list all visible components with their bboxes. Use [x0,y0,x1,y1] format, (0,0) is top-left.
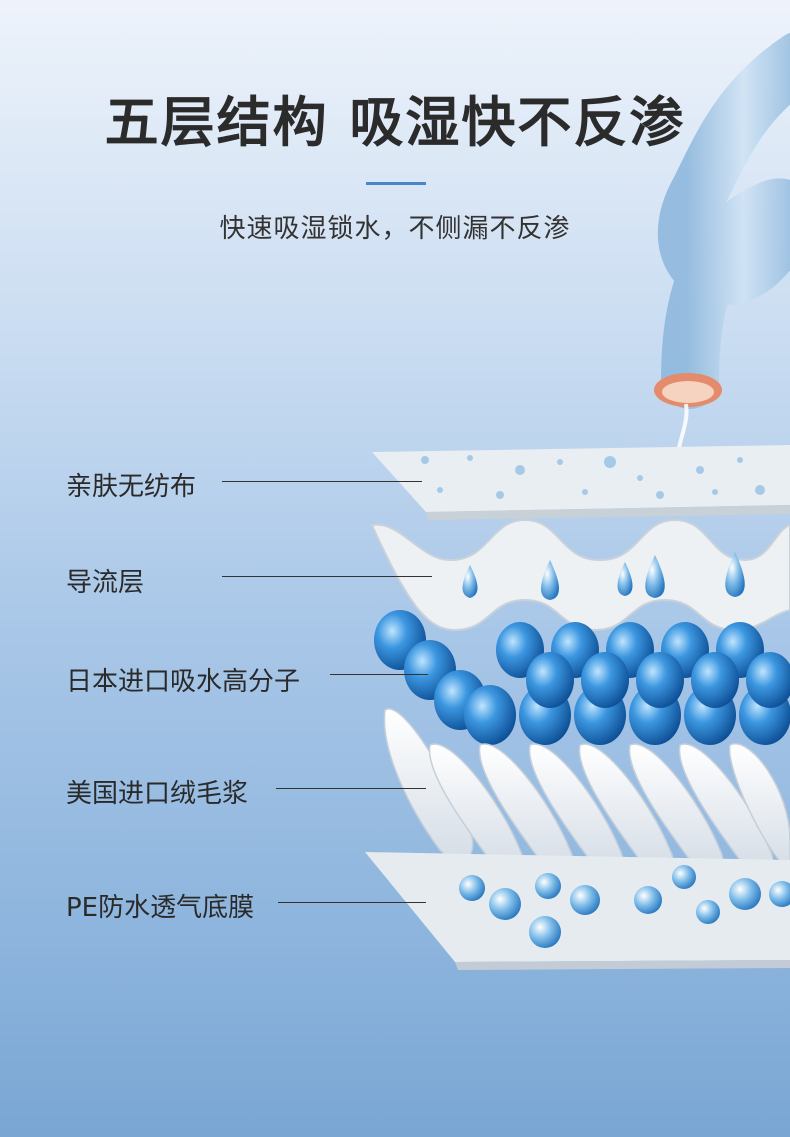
title-divider [366,182,426,185]
leader-line [222,481,422,482]
layer-label-flow-guide: 导流层 [66,568,145,598]
layer-label-nonwoven: 亲肤无纺布 [66,472,197,502]
leader-line [222,576,432,577]
leader-line [330,674,428,675]
leader-line [278,902,426,903]
layer-fluff-pulp [383,708,790,871]
page-subtitle: 快速吸湿锁水，不侧漏不反渗 [219,214,571,244]
layer-flow-guide [370,518,790,632]
layer-label-polymer: 日本进口吸水高分子 [66,667,301,697]
leader-line [276,788,426,789]
layer-polymer [374,610,790,745]
page-title: 五层结构 吸湿快不反渗 [104,91,686,154]
layer-pe-film [365,852,790,970]
layer-label-fluff-pulp: 美国进口绒毛浆 [66,779,249,809]
layer-label-pe-film: PE防水透气底膜 [66,893,255,923]
layer-nonwoven [372,445,790,520]
